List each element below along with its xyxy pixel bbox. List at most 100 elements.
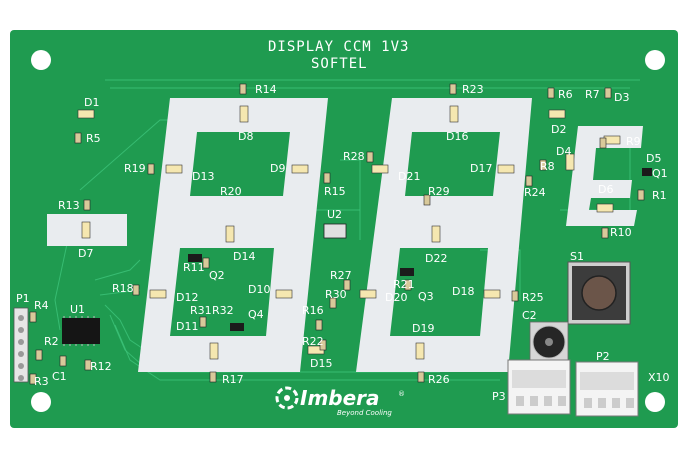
letter-e — [566, 126, 643, 226]
digit-2 — [356, 98, 532, 372]
label-R25: R25 — [522, 291, 544, 304]
led-D21 — [371, 164, 389, 174]
led-D2 — [548, 109, 566, 119]
label-R14: R14 — [255, 83, 277, 96]
label-U1: U1 — [70, 303, 85, 316]
label-R7: R7 — [585, 88, 600, 101]
label-U2: U2 — [327, 208, 342, 221]
led-D18 — [483, 289, 501, 299]
label-P1: P1 — [16, 292, 30, 305]
digit-2-frame — [356, 98, 532, 372]
led-D13 — [165, 164, 183, 174]
label-D2: D2 — [551, 123, 566, 136]
ic-U1 — [62, 316, 100, 346]
label-R12: R12 — [90, 360, 112, 373]
label-C1: C1 — [52, 370, 67, 383]
label-D8: D8 — [238, 130, 253, 143]
led-D16 — [449, 105, 459, 123]
label-Q2: Q2 — [209, 269, 225, 282]
label-D21: D21 — [398, 170, 420, 183]
label-R8: R8 — [540, 160, 555, 173]
label-D17: D17 — [470, 162, 492, 175]
label-R18: R18 — [112, 282, 134, 295]
label-D16: D16 — [446, 130, 468, 143]
led-D20 — [359, 289, 377, 299]
label-R30: R30 — [325, 288, 347, 301]
board-subtitle: SOFTEL — [311, 56, 368, 72]
label-R17: R17 — [222, 373, 244, 386]
label-R9: R9 — [626, 135, 641, 148]
label-R5: R5 — [86, 132, 101, 145]
label-R22: R22 — [302, 335, 324, 348]
label-R4: R4 — [34, 299, 49, 312]
label-R27: R27 — [330, 269, 352, 282]
label-D13: D13 — [192, 170, 214, 183]
label-D18: D18 — [452, 285, 474, 298]
label-P3: P3 — [492, 390, 506, 403]
mounting-hole-bottom-right — [645, 392, 665, 412]
led-D1 — [77, 109, 95, 119]
led-D17 — [497, 164, 515, 174]
label-D5: D5 — [646, 152, 661, 165]
label-R16: R16 — [302, 304, 324, 317]
label-R2: R2 — [44, 335, 59, 348]
letter-e-frame — [566, 126, 643, 226]
led-D4 — [565, 153, 575, 171]
led-D11 — [209, 342, 219, 360]
led-D10 — [275, 289, 293, 299]
label-R19: R19 — [124, 162, 146, 175]
label-R20: R20 — [220, 185, 242, 198]
transistor-components — [188, 168, 652, 331]
label-R10: R10 — [610, 226, 632, 239]
label-D22: D22 — [425, 252, 447, 265]
label-X10: X10 — [648, 371, 670, 384]
label-D15: D15 — [310, 357, 332, 370]
label-R24: R24 — [524, 186, 546, 199]
logo-name: Imbera — [300, 386, 380, 410]
label-Q1: Q1 — [652, 167, 668, 180]
label-R3: R3 — [34, 375, 49, 388]
header-P1 — [13, 307, 29, 383]
logo-mark: ® — [398, 390, 405, 398]
label-R32: R32 — [212, 304, 234, 317]
label-R26: R26 — [428, 373, 450, 386]
capacitor-C2 — [529, 321, 569, 363]
silkscreen-labels: R14 D8 R23 D16 R6 R7 D3 D2 R5 D1 R19 D13… — [16, 83, 670, 403]
label-R29: R29 — [428, 185, 450, 198]
label-R6: R6 — [558, 88, 573, 101]
label-D1: D1 — [84, 96, 99, 109]
push-button-S1[interactable] — [567, 261, 631, 325]
mounting-hole-top-left — [31, 50, 51, 70]
led-D9 — [291, 164, 309, 174]
label-D19: D19 — [412, 322, 434, 335]
led-D3 — [603, 135, 621, 145]
label-D10: D10 — [248, 283, 270, 296]
label-D9: D9 — [270, 162, 285, 175]
board-title: DISPLAY CCM 1V3 — [268, 39, 409, 55]
resistor-components — [29, 83, 645, 385]
connector-P3 — [507, 359, 571, 415]
led-D7 — [81, 221, 91, 239]
label-R15: R15 — [324, 185, 346, 198]
logo-tagline: Beyond Cooling — [337, 409, 392, 417]
label-Q4: Q4 — [248, 308, 264, 321]
label-D12: D12 — [176, 291, 198, 304]
label-S1: S1 — [570, 250, 584, 263]
label-D3: D3 — [614, 91, 629, 104]
label-R13: R13 — [58, 199, 80, 212]
led-D22 — [431, 225, 441, 243]
label-D6: D6 — [598, 183, 613, 196]
label-Q3: Q3 — [418, 290, 434, 303]
mounting-hole-bottom-left — [31, 392, 51, 412]
label-D7: D7 — [78, 247, 93, 260]
label-R1: R1 — [652, 189, 667, 202]
label-R21: R21 — [393, 278, 415, 291]
led-D12 — [149, 289, 167, 299]
led-D8 — [239, 105, 249, 123]
imbera-logo: Imbera ® Beyond Cooling — [275, 386, 405, 417]
label-C2: C2 — [522, 309, 537, 322]
mounting-hole-top-right — [645, 50, 665, 70]
label-D14: D14 — [233, 250, 255, 263]
label-R31: R31 — [190, 304, 212, 317]
